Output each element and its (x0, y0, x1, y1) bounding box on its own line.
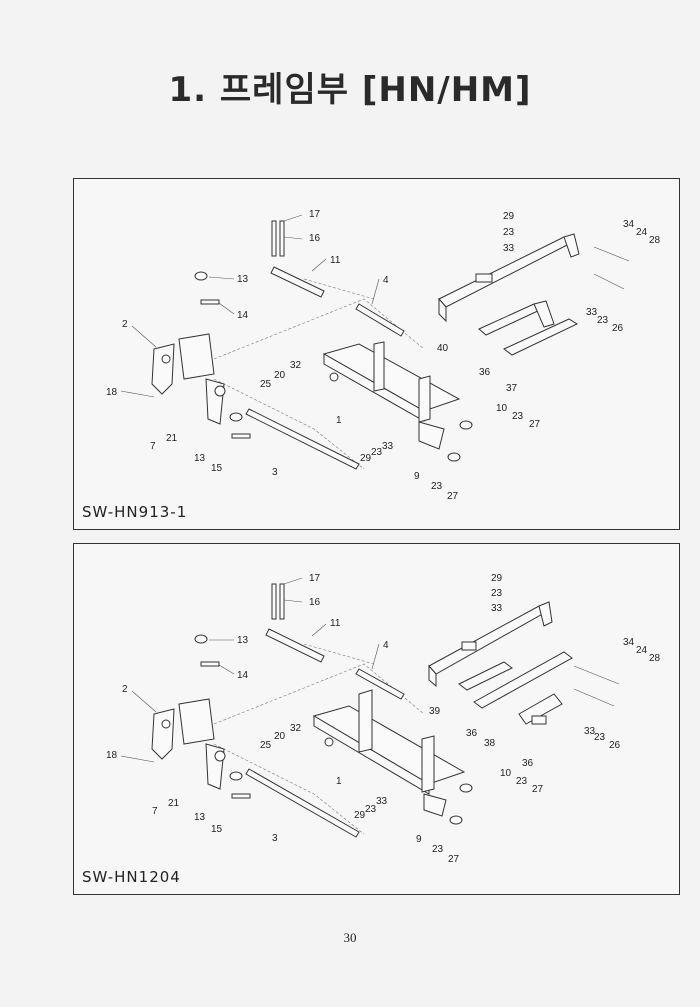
callout-27b: 27 (447, 491, 459, 502)
exploded-view-drawing-1: 17 16 11 13 14 4 2 18 7 21 13 15 3 25 20… (106, 209, 661, 502)
callout-24: 24 (636, 227, 648, 238)
callout-21: 21 (166, 433, 178, 444)
callout-23c: 23 (431, 481, 443, 492)
callout-26: 26 (609, 740, 621, 751)
callout-33a: 33 (491, 603, 503, 614)
callout-3: 3 (272, 833, 278, 844)
callout-23a: 23 (503, 227, 515, 238)
hitch-bracket (151, 333, 226, 425)
callout-11: 11 (330, 618, 341, 629)
main-frame (322, 341, 461, 450)
callout-34: 34 (623, 219, 635, 230)
callout-4: 4 (383, 275, 389, 286)
callout-32: 32 (290, 360, 302, 371)
callout-33b: 33 (376, 796, 388, 807)
callout-23d: 23 (516, 776, 528, 787)
callout-33b: 33 (382, 441, 394, 452)
callout-33c: 33 (586, 307, 598, 318)
callout-16: 16 (309, 597, 321, 608)
main-frame (312, 689, 466, 817)
callout-10: 10 (500, 768, 512, 779)
mount-bracket (478, 300, 579, 356)
callout-40: 40 (437, 343, 449, 354)
callout-38: 38 (484, 738, 496, 749)
callout-23c: 23 (432, 844, 444, 855)
callout-13: 13 (237, 274, 249, 285)
callout-1: 1 (336, 415, 342, 426)
callout-4: 4 (383, 640, 389, 651)
callout-27a: 27 (529, 419, 541, 430)
callout-36: 36 (479, 367, 491, 378)
callout-29a: 29 (503, 211, 515, 222)
callout-7: 7 (150, 441, 156, 452)
callout-26: 26 (612, 323, 624, 334)
callout-23b: 23 (365, 804, 377, 815)
callout-17: 17 (309, 209, 321, 220)
callout-15: 15 (211, 463, 223, 474)
callout-20: 20 (274, 370, 286, 381)
parts-diagram-panel-2: 17 16 11 13 14 4 2 18 7 21 13 15 3 25 20… (73, 543, 680, 895)
callout-21: 21 (168, 798, 180, 809)
callout-29b: 29 (354, 810, 366, 821)
side-rail (438, 233, 580, 323)
callout-2: 2 (122, 319, 128, 330)
callout-36a: 36 (466, 728, 478, 739)
callout-7: 7 (152, 806, 158, 817)
hitch-bracket (151, 698, 226, 790)
callout-18: 18 (106, 387, 118, 398)
callout-3: 3 (272, 467, 278, 478)
callout-33c: 33 (584, 726, 596, 737)
callout-23a: 23 (491, 588, 503, 599)
callout-1: 1 (336, 776, 342, 787)
callout-23e: 23 (594, 732, 606, 743)
callout-32: 32 (290, 723, 302, 734)
callout-2: 2 (122, 684, 128, 695)
model-label: SW-HN913-1 (82, 503, 188, 521)
callout-16: 16 (309, 233, 321, 244)
callout-36b: 36 (522, 758, 534, 769)
page-number: 30 (343, 930, 357, 945)
callout-23e: 23 (597, 315, 609, 326)
callout-28: 28 (649, 653, 661, 664)
callout-25: 25 (260, 740, 272, 751)
callout-13: 13 (237, 635, 249, 646)
callout-23b: 23 (371, 447, 383, 458)
callout-11: 11 (330, 255, 341, 266)
callout-10: 10 (496, 403, 508, 414)
callout-13b: 13 (194, 812, 206, 823)
callout-20: 20 (274, 731, 286, 742)
callout-29a: 29 (491, 573, 503, 584)
callout-14: 14 (237, 310, 249, 321)
callout-17: 17 (309, 573, 321, 584)
callout-27b: 27 (448, 854, 460, 865)
callout-39: 39 (429, 706, 441, 717)
model-label: SW-HN1204 (82, 868, 181, 886)
callout-18: 18 (106, 750, 118, 761)
callout-28: 28 (649, 235, 661, 246)
callout-9: 9 (416, 834, 422, 845)
callout-14: 14 (237, 670, 249, 681)
exploded-view-drawing-2: 17 16 11 13 14 4 2 18 7 21 13 15 3 25 20… (106, 573, 661, 865)
callout-9: 9 (414, 471, 420, 482)
parts-diagram-panel-1: 17 16 11 13 14 4 2 18 7 21 13 15 3 25 20… (73, 178, 680, 530)
callout-13b: 13 (194, 453, 206, 464)
callout-15: 15 (211, 824, 223, 835)
callout-27a: 27 (532, 784, 544, 795)
page-title: 1. 프레임부 [HN/HM] (168, 70, 532, 110)
callout-33a: 33 (503, 243, 515, 254)
callout-34: 34 (623, 637, 635, 648)
callout-37: 37 (506, 383, 518, 394)
side-rail (428, 601, 553, 688)
callout-25: 25 (260, 379, 272, 390)
callout-24: 24 (636, 645, 648, 656)
callout-23d: 23 (512, 411, 524, 422)
callout-29b: 29 (360, 453, 372, 464)
mount-bracket (458, 651, 573, 725)
